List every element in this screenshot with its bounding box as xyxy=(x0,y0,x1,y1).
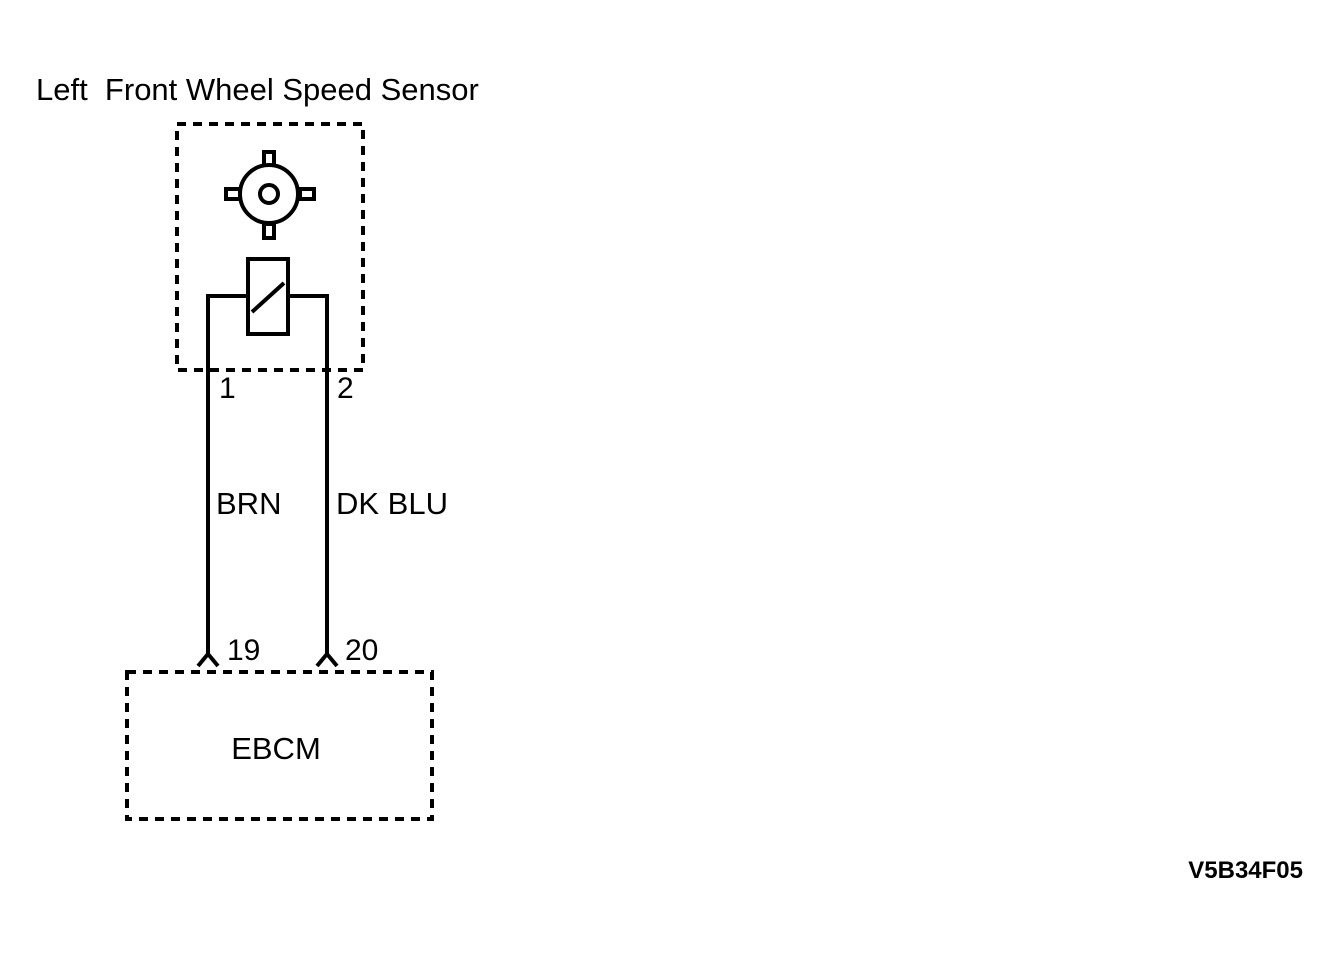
wire-dk-blu xyxy=(288,294,329,654)
ebcm-enclosure xyxy=(125,670,434,821)
ebcm-label: EBCM xyxy=(231,731,321,766)
sensor-enclosure xyxy=(175,122,365,372)
wire-dk-blu-label: DK BLU xyxy=(336,486,448,521)
figure-code: V5B34F05 xyxy=(1188,857,1303,884)
connector-terminal-20-icon xyxy=(315,650,339,668)
wire-brn-label: BRN xyxy=(216,486,281,521)
sensor-pin-2-label: 2 xyxy=(337,372,354,405)
tone-wheel-icon xyxy=(224,150,316,240)
connector-terminal-19-icon xyxy=(196,650,220,668)
sensor-coil-icon xyxy=(246,257,290,336)
module-pin-19-label: 19 xyxy=(227,634,260,667)
wire-brn xyxy=(206,294,248,654)
sensor-title: Left Front Wheel Speed Sensor xyxy=(36,72,479,107)
sensor-pin-1-label: 1 xyxy=(219,372,236,405)
module-pin-20-label: 20 xyxy=(345,634,378,667)
